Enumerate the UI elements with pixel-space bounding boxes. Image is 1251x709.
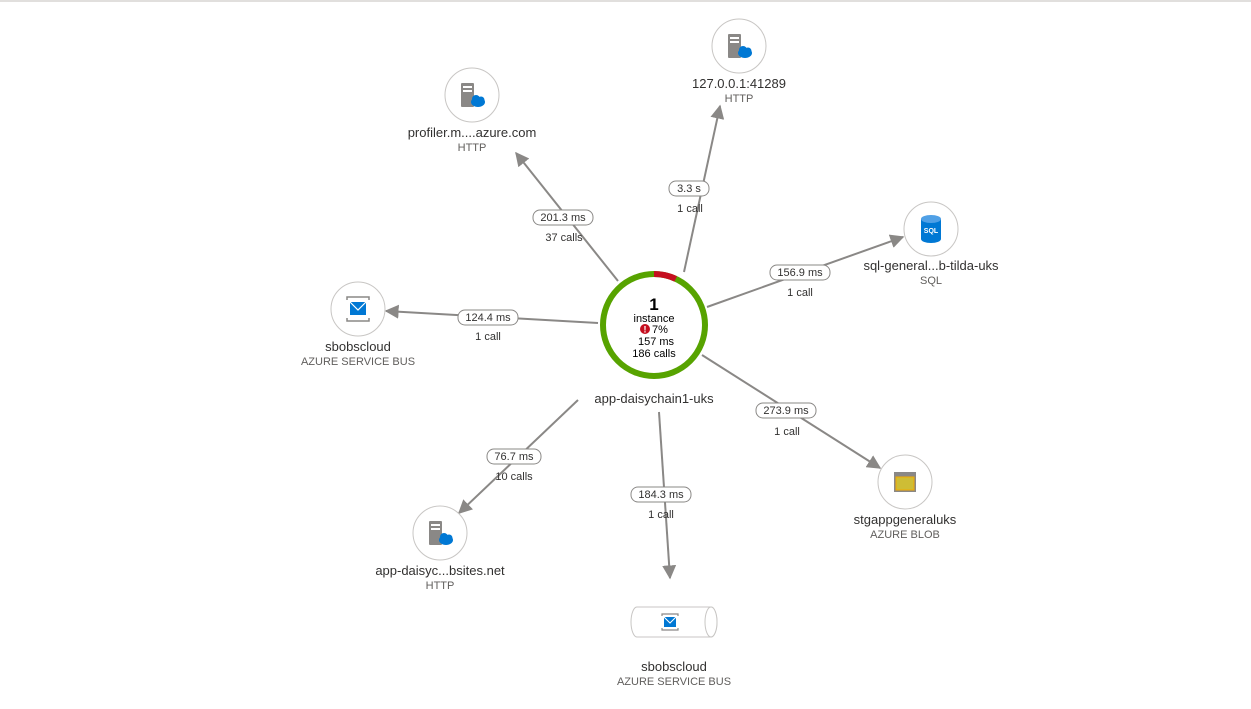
sql-database-icon: SQL [921,215,941,243]
edge-websites[interactable]: 76.7 ms 10 calls [457,399,579,514]
svg-text:124.4 ms: 124.4 ms [465,312,511,324]
http-server-cloud-icon [461,83,485,107]
average-duration: 157 ms [638,336,675,348]
storage-blob-icon [894,472,916,492]
error-icon: ! [640,324,650,335]
node-localhost[interactable]: 127.0.0.1:41289 HTTP [692,18,786,105]
node-profiler[interactable]: profiler.m....azure.com HTTP [408,67,537,154]
edge-duration-badge: 201.3 ms [532,209,594,226]
node-name: sql-general...b-tilda-uks [863,258,999,273]
edge-duration-badge: 273.9 ms [755,402,817,419]
node-name: sbobscloud [325,339,391,354]
instance-count: 1 [649,295,658,314]
node-sbobscloud-left[interactable]: sbobscloud AZURE SERVICE BUS [301,281,415,368]
node-sql[interactable]: SQL sql-general...b-tilda-uks SQL [863,201,999,287]
svg-text:156.9 ms: 156.9 ms [777,267,823,279]
edge-calls: 1 call [774,426,800,438]
failure-ring-segment [600,271,708,379]
edge-calls: 1 call [677,203,703,215]
http-server-cloud-icon [728,34,752,58]
failure-rate: 7% [652,324,668,336]
node-type: HTTP [426,580,455,592]
edge-duration-badge: 156.9 ms [769,264,831,281]
node-name: sbobscloud [641,659,707,674]
node-type: HTTP [458,142,487,154]
svg-text:!: ! [644,325,647,335]
top-divider [0,0,1251,2]
svg-text:3.3 s: 3.3 s [677,183,701,195]
edge-calls: 1 call [648,509,674,521]
edge-calls: 1 call [787,287,813,299]
call-count: 186 calls [632,348,676,360]
node-type: AZURE SERVICE BUS [617,676,731,688]
edge-calls: 37 calls [545,232,583,244]
edge-sql[interactable]: 156.9 ms 1 call [706,234,905,308]
node-name: 127.0.0.1:41289 [692,76,786,91]
instance-label: instance [634,313,675,325]
edge-localhost[interactable]: 3.3 s 1 call [668,104,725,273]
edge-duration-badge: 76.7 ms [486,448,542,465]
edge-calls: 1 call [475,331,501,343]
node-type: AZURE BLOB [870,529,940,541]
edge-duration-badge: 184.3 ms [630,486,692,503]
node-websites[interactable]: app-daisyc...bsites.net HTTP [375,505,505,592]
edge-calls: 10 calls [495,471,533,483]
http-server-cloud-icon [429,521,453,545]
node-type: HTTP [725,93,754,105]
svg-text:184.3 ms: 184.3 ms [638,489,684,501]
edge-duration-badge: 124.4 ms [457,309,519,326]
edge-duration-badge: 3.3 s [668,180,710,197]
center-node-app-daisychain1-uks[interactable]: 1 instance ! 7% 157 ms 186 calls app-dai… [594,271,714,406]
edge-storage[interactable]: 273.9 ms 1 call [701,354,882,469]
node-name: stgappgeneraluks [854,512,957,527]
edge-sbobscloud-bottom[interactable]: 184.3 ms 1 call [630,411,692,580]
node-type: AZURE SERVICE BUS [301,356,415,368]
node-name: profiler.m....azure.com [408,125,537,140]
node-sbobscloud-bottom[interactable]: sbobscloud AZURE SERVICE BUS [617,606,731,688]
svg-text:SQL: SQL [924,228,939,235]
node-type: SQL [920,275,942,287]
node-name: app-daisychain1-uks [594,391,714,406]
node-name: app-daisyc...bsites.net [375,563,505,578]
svg-text:76.7 ms: 76.7 ms [494,451,534,463]
node-storage[interactable]: stgappgeneraluks AZURE BLOB [854,454,957,541]
edge-sbobscloud-left[interactable]: 124.4 ms 1 call [384,304,599,343]
svg-text:273.9 ms: 273.9 ms [763,405,809,417]
service-bus-queue-icon [661,613,679,631]
edge-profiler[interactable]: 201.3 ms 37 calls [515,151,619,282]
svg-text:201.3 ms: 201.3 ms [540,212,586,224]
service-bus-icon [346,296,370,322]
